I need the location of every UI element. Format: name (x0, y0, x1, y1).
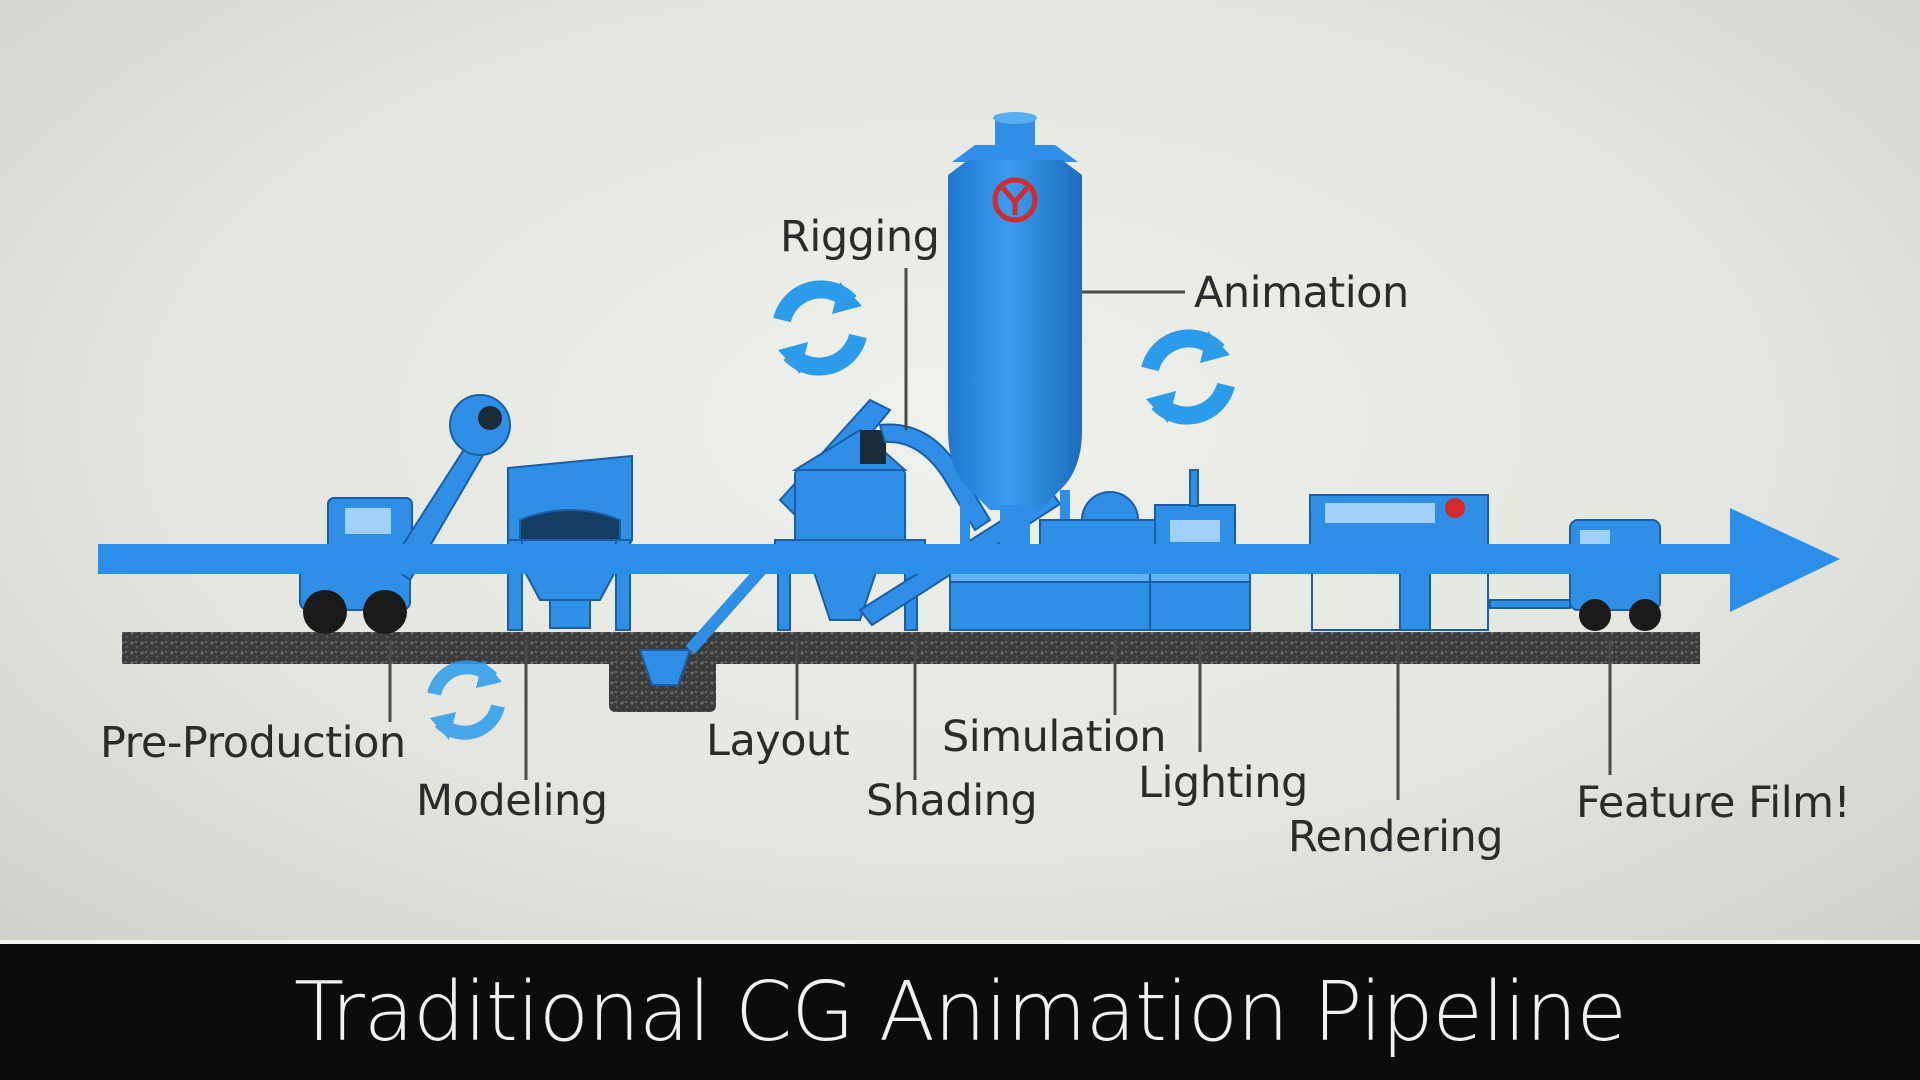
pipeline-diagram: Pre-Production Modeling Layout Rigging S… (0, 0, 1920, 940)
cycle-arrows-icon (427, 660, 505, 740)
label-pre-production: Pre-Production (100, 718, 406, 768)
label-layout: Layout (706, 716, 850, 766)
caption-title: Traditional CG Animation Pipeline (294, 964, 1627, 1060)
feature-film-machine (1569, 519, 1661, 631)
layout-pit (638, 556, 775, 686)
label-feature-film: Feature Film! (1576, 778, 1851, 828)
label-rendering: Rendering (1288, 812, 1504, 862)
label-animation: Animation (1194, 268, 1409, 318)
cycle-arrows-icon (773, 280, 867, 376)
label-rigging: Rigging (780, 212, 940, 262)
cycle-arrows-icon (1141, 329, 1235, 425)
leader-lines (388, 268, 1612, 800)
caption-bar: Traditional CG Animation Pipeline (0, 940, 1920, 1080)
pre-production-machine (299, 394, 511, 634)
pipeline-arrow (98, 508, 1840, 612)
pipeline-illustration (98, 112, 1840, 800)
logo-y-icon (992, 177, 1038, 223)
modeling-machine (507, 454, 633, 631)
ground-strip (122, 632, 1700, 712)
label-lighting: Lighting (1138, 758, 1308, 808)
label-shading: Shading (866, 776, 1038, 826)
label-modeling: Modeling (416, 776, 608, 826)
label-simulation: Simulation (942, 712, 1167, 762)
